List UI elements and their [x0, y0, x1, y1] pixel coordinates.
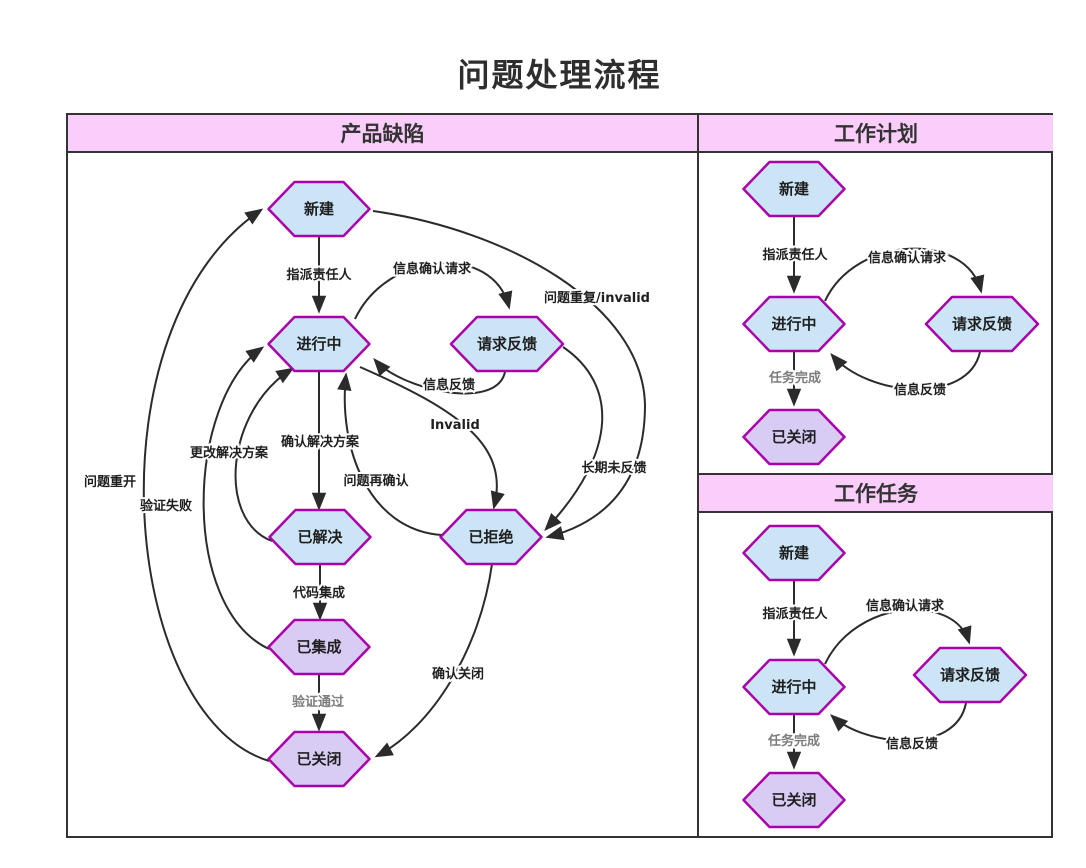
state-node-label-defect-new: 新建	[304, 200, 335, 218]
transition-edge-defect-rejected-to-defect-progress	[337, 372, 443, 536]
state-node-plan-new	[742, 160, 846, 218]
state-node-task-new	[742, 524, 846, 582]
transition-edge-plan-feedback-to-plan-progress	[830, 351, 981, 391]
edge-label-defect-integrated-to-defect-closed: 验证通过	[292, 694, 344, 710]
edge-label-defect-integrated-to-defect-progress: 验证失败	[140, 498, 192, 514]
state-node-label-defect-integrated: 已集成	[296, 638, 341, 656]
state-diagram-canvas: 新建进行中请求反馈已解决已拒绝已集成已关闭新建进行中请求反馈已关闭新建进行中请求…	[82, 160, 1040, 829]
transition-edge-task-progress-to-task-feedback	[824, 608, 972, 665]
edge-label-plan-progress-to-plan-feedback: 信息确认请求	[868, 250, 947, 266]
state-node-defect-closed	[267, 730, 371, 788]
state-node-task-closed	[742, 771, 846, 829]
divider-vertical	[697, 115, 699, 836]
edge-label-plan-new-to-plan-progress: 指派责任人	[762, 247, 828, 263]
edge-label-task-progress-to-task-feedback: 信息确认请求	[866, 598, 945, 614]
state-node-label-plan-closed: 已关闭	[771, 428, 816, 446]
state-node-task-progress	[742, 658, 846, 716]
state-node-plan-progress	[742, 295, 846, 353]
state-node-label-task-feedback: 请求反馈	[940, 666, 1000, 684]
transition-edge-defect-integrated-to-defect-progress	[202, 346, 270, 650]
transition-edge-task-feedback-to-task-progress	[830, 702, 967, 742]
divider-plan-header	[699, 151, 1053, 153]
state-node-defect-resolved	[268, 508, 372, 566]
state-node-label-defect-rejected: 已拒绝	[468, 528, 513, 546]
panel-header-defect: 产品缺陷	[68, 115, 697, 151]
transition-edge-defect-feedback-to-defect-progress	[373, 357, 506, 395]
state-node-defect-rejected	[439, 508, 543, 566]
state-node-plan-closed	[742, 408, 846, 466]
state-node-defect-progress	[267, 315, 371, 373]
state-node-label-plan-feedback: 请求反馈	[952, 315, 1012, 333]
panel-header-task: 工作任务	[699, 475, 1053, 511]
edge-label-defect-progress-to-defect-resolved: 确认解决方案	[281, 434, 360, 450]
panel-header-plan: 工作计划	[699, 115, 1053, 151]
diagram-board: 产品缺陷 工作计划 工作任务 新建进行中请求反馈已解决已拒绝已集成已关闭新建进行…	[66, 113, 1053, 838]
edge-label-defect-rejected-to-defect-closed: 确认关闭	[432, 666, 484, 682]
edge-label-defect-new-to-defect-progress: 指派责任人	[286, 267, 352, 283]
state-node-label-defect-closed: 已关闭	[296, 750, 341, 768]
transition-edge-defect-rejected-to-defect-closed	[374, 563, 493, 758]
transition-edge-defect-progress-to-defect-rejected	[359, 366, 505, 510]
state-node-label-plan-new: 新建	[779, 180, 810, 198]
edge-label-defect-feedback-to-defect-progress: 信息反馈	[423, 377, 475, 393]
transition-edge-defect-progress-to-defect-feedback	[354, 262, 513, 320]
edge-label-defect-rejected-to-defect-progress: 问题再确认	[343, 473, 409, 489]
state-node-label-defect-feedback: 请求反馈	[477, 335, 537, 353]
state-node-label-task-progress: 进行中	[771, 678, 816, 696]
edge-label-defect-new-to-defect-rejected: 问题重复/invalid	[544, 290, 650, 306]
state-node-label-defect-progress: 进行中	[296, 335, 341, 353]
transition-edge-defect-resolved-to-defect-progress	[234, 367, 295, 542]
edge-label-defect-resolved-to-defect-progress: 更改解决方案	[190, 445, 269, 461]
state-node-label-defect-resolved: 已解决	[297, 528, 343, 546]
transition-edge-plan-progress-to-plan-feedback	[824, 247, 985, 302]
edge-label-defect-progress-to-defect-rejected: Invalid	[430, 418, 480, 433]
divider-defect-header	[68, 151, 697, 153]
transition-edge-defect-new-to-defect-rejected	[372, 210, 647, 541]
edge-label-plan-progress-to-plan-closed: 任务完成	[768, 370, 821, 386]
edge-label-defect-resolved-to-defect-integrated: 代码集成	[292, 585, 345, 601]
edge-label-task-feedback-to-task-progress: 信息反馈	[886, 736, 938, 752]
state-node-label-task-new: 新建	[779, 544, 810, 562]
state-node-task-feedback	[912, 646, 1028, 704]
edge-label-task-new-to-task-progress: 指派责任人	[762, 606, 828, 622]
state-node-plan-feedback	[924, 295, 1040, 353]
state-node-defect-feedback	[449, 315, 565, 373]
edge-label-defect-closed-to-defect-new: 问题重开	[84, 474, 136, 490]
state-node-defect-new	[267, 180, 371, 238]
page-title: 问题处理流程	[457, 56, 662, 94]
divider-task-header-bottom	[699, 511, 1053, 513]
state-node-label-plan-progress: 进行中	[771, 315, 816, 333]
state-node-defect-integrated	[267, 618, 371, 676]
transition-edge-defect-closed-to-defect-new	[142, 208, 270, 762]
divider-task-header-top	[699, 473, 1053, 475]
edge-label-defect-progress-to-defect-feedback: 信息确认请求	[393, 261, 472, 277]
edge-label-plan-feedback-to-plan-progress: 信息反馈	[894, 382, 946, 398]
state-node-label-task-closed: 已关闭	[771, 791, 816, 809]
edge-label-task-progress-to-task-closed: 任务完成	[767, 733, 820, 749]
edge-label-defect-feedback-to-defect-rejected: 长期未反馈	[581, 460, 646, 476]
transition-edge-defect-feedback-to-defect-rejected	[544, 346, 604, 531]
